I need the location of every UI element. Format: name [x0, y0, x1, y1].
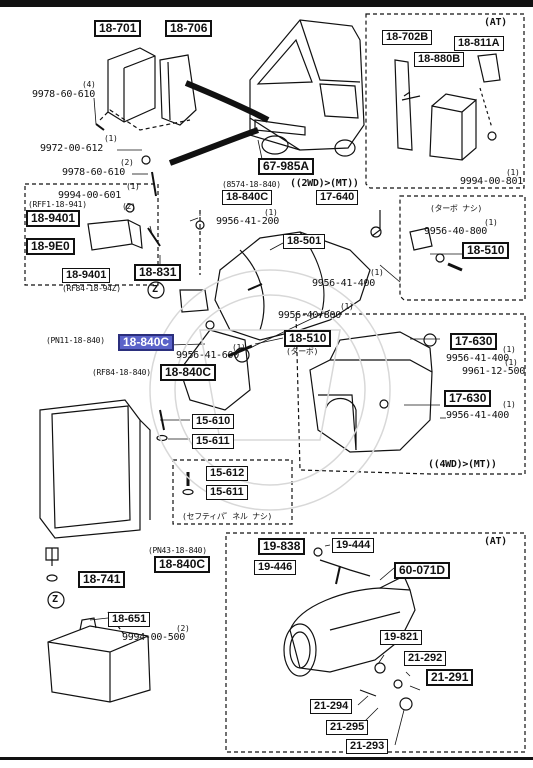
- part-21-292[interactable]: 21-292: [404, 651, 447, 666]
- qty-label: (1): [340, 302, 354, 311]
- qty-label: (1): [502, 345, 516, 354]
- part-21-294[interactable]: 21-294: [310, 699, 353, 714]
- z-marker: Z: [52, 594, 58, 605]
- radiator-drawing: [39, 399, 151, 539]
- part-18-702b[interactable]: 18-702B: [382, 30, 433, 45]
- battery-drawing: [47, 611, 151, 703]
- turbo-label: (ターボ): [286, 347, 319, 356]
- part-19-444[interactable]: 19-444: [332, 538, 375, 553]
- part-number-label: 9994-00-601: [58, 190, 121, 201]
- part-18-811a[interactable]: 18-811A: [454, 36, 504, 51]
- part-number-label: 9956-41-400: [312, 278, 375, 289]
- leader-lines: [89, 97, 462, 746]
- part-15-610[interactable]: 15-610: [192, 414, 235, 429]
- model-code-label: (PN11-18-840): [46, 336, 105, 345]
- model-code-label: (RF84-18-840): [92, 368, 151, 377]
- part-number-label: 9956-40-800: [424, 226, 487, 237]
- part-number-label: 9956-41-400: [446, 353, 509, 364]
- group-outlines: [24, 13, 526, 753]
- part-number-label: 9956-40-800: [278, 310, 341, 321]
- part-18-880b[interactable]: 18-880B: [414, 52, 465, 67]
- qty-label: (4): [82, 80, 96, 89]
- at-transmission-drawing: [283, 547, 416, 711]
- part-18-840c-highlighted[interactable]: 18-840C: [118, 334, 175, 351]
- part-18-840c-low[interactable]: 18-840C: [154, 556, 211, 573]
- part-number-label: 9956-41-200: [216, 216, 279, 227]
- part-67-985a[interactable]: 67-985A: [258, 158, 315, 175]
- qty-label: (2): [176, 624, 190, 633]
- part-18-706[interactable]: 18-706: [165, 20, 213, 37]
- van-outline: [249, 19, 365, 157]
- part-number-label: 9994-00-801: [460, 176, 523, 187]
- part-18-741[interactable]: 18-741: [78, 571, 126, 588]
- turbo-none-label: (ターボ ナシ): [430, 204, 483, 213]
- part-number-label: 9972-00-612: [40, 143, 103, 154]
- ecu-drawing: [99, 47, 197, 131]
- qty-label: (1): [264, 208, 278, 217]
- qty-label: (1): [370, 268, 384, 277]
- part-17-630-b[interactable]: 17-630: [444, 390, 492, 407]
- z-marker: Z: [152, 284, 158, 295]
- at-control-parts: [394, 53, 501, 161]
- model-code-label: (PN43-18-840): [148, 546, 207, 555]
- part-number-label: 9978-60-610: [32, 89, 95, 100]
- 4wd-mt-label: ((4WD)>(MT)): [428, 459, 497, 470]
- model-code-label: (RF84-18-94Z): [62, 284, 121, 293]
- qty-label: (1): [126, 182, 140, 191]
- part-15-611-a[interactable]: 15-611: [192, 434, 234, 449]
- part-19-446[interactable]: 19-446: [254, 560, 297, 575]
- part-19-821[interactable]: 19-821: [380, 630, 423, 645]
- part-number-label: 9956-41-400: [446, 410, 509, 421]
- model-code-label: (8574-18-840): [222, 180, 281, 189]
- part-18-9401-b[interactable]: 18-9401: [62, 268, 111, 283]
- part-60-071d[interactable]: 60-071D: [394, 562, 451, 579]
- part-18-9401-a[interactable]: 18-9401: [26, 210, 81, 227]
- safety-panel-none-label: (セフティパ゛ネル ナシ): [182, 512, 273, 521]
- part-18-831[interactable]: 18-831: [134, 264, 182, 281]
- at-label: (AT): [484, 17, 507, 28]
- part-17-640[interactable]: 17-640: [316, 190, 359, 205]
- part-18-840c-top[interactable]: 18-840C: [222, 190, 273, 205]
- part-15-612[interactable]: 15-612: [206, 466, 249, 481]
- part-number-label: 9978-60-610: [62, 167, 125, 178]
- qty-label: (1): [504, 358, 518, 367]
- part-18-510-mid[interactable]: 18-510: [284, 330, 332, 347]
- at-label: (AT): [484, 536, 507, 547]
- qty-label: (1): [484, 218, 498, 227]
- part-15-611-b[interactable]: 15-611: [206, 485, 248, 500]
- seal-watermark: [149, 269, 391, 511]
- part-19-838[interactable]: 19-838: [258, 538, 306, 555]
- part-number-label: 9994-00-500: [122, 632, 185, 643]
- part-18-510-top[interactable]: 18-510: [462, 242, 510, 259]
- qty-label: (1): [502, 400, 516, 409]
- model-code-label: (RFF1-18-941): [28, 200, 87, 209]
- qty-label: (2): [120, 158, 134, 167]
- part-18-501[interactable]: 18-501: [283, 234, 326, 249]
- qty-label: (1): [506, 168, 520, 177]
- part-21-295[interactable]: 21-295: [326, 720, 369, 735]
- part-17-630-a[interactable]: 17-630: [450, 333, 498, 350]
- top-rule: [0, 0, 533, 7]
- part-21-293[interactable]: 21-293: [346, 739, 389, 754]
- qty-label: (2): [122, 202, 136, 211]
- part-18-651[interactable]: 18-651: [108, 612, 151, 627]
- bottom-rule: [0, 757, 533, 760]
- qty-label: (1): [232, 343, 246, 352]
- part-21-291[interactable]: 21-291: [426, 669, 474, 686]
- module-18-9401: [87, 123, 161, 251]
- part-number-label: 9956-41-600: [176, 350, 239, 361]
- part-18-701[interactable]: 18-701: [94, 20, 142, 37]
- 2wd-mt-label: ((2WD)>(MT)): [290, 178, 359, 189]
- part-number-label: 9961-12-500: [462, 366, 525, 377]
- part-18-9e0[interactable]: 18-9E0: [26, 238, 75, 255]
- part-18-840c-mid[interactable]: 18-840C: [160, 364, 217, 381]
- qty-label: (1): [104, 134, 118, 143]
